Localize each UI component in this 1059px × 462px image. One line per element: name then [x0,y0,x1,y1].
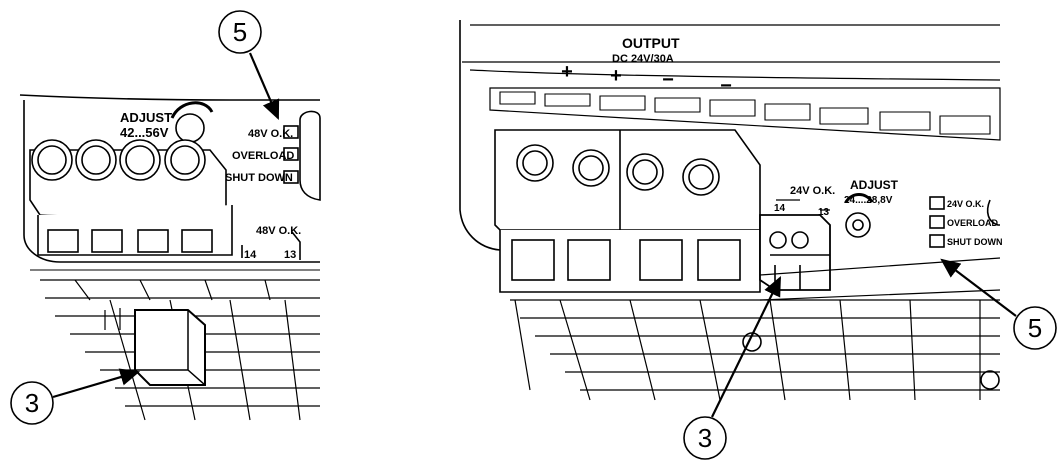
left-adjust-range: 42...56V [120,125,169,140]
right-relay-pin-13: 13 [818,207,830,218]
right-led-label-2: OVERLOAD [947,218,999,228]
left-relay-label: 48V O.K. [256,225,301,237]
left-adjust-label: ADJUST [120,110,172,125]
svg-text:3: 3 [698,423,712,453]
right-led-label-1: 24V O.K. [947,199,984,209]
right-callout-5: 5 [940,258,1057,350]
svg-text:5: 5 [233,17,247,47]
polarity-4: − [720,75,732,97]
left-led-label-2: OVERLOAD [232,150,294,162]
right-relay-pin-14: 14 [774,203,786,214]
svg-text:5: 5 [1028,313,1042,343]
right-adjust-range: 24....28,8V [844,195,893,206]
right-relay-label: 24V O.K. [790,185,835,197]
output-subtitle: DC 24V/30A [612,53,674,65]
left-led-label-3: SHUT DOWN [225,172,293,184]
right-adjust-label: ADJUST [850,178,899,192]
right-device [459,20,1001,401]
polarity-3: − [662,69,674,91]
polarity-2: + [610,65,622,87]
svg-text:3: 3 [25,388,39,418]
left-device [19,94,321,421]
right-callout-3: 3 [683,276,781,460]
right-led-label-3: SHUT DOWN [947,237,1003,247]
left-callout-3: 3 [10,368,141,425]
left-relay-pin-14: 14 [244,249,257,261]
left-callout-5: 5 [218,10,280,121]
left-led-label-1: 48V O.K. [248,128,293,140]
polarity-1: + [561,61,573,83]
left-relay-pin-13: 13 [284,249,296,261]
output-title: OUTPUT [622,35,680,51]
